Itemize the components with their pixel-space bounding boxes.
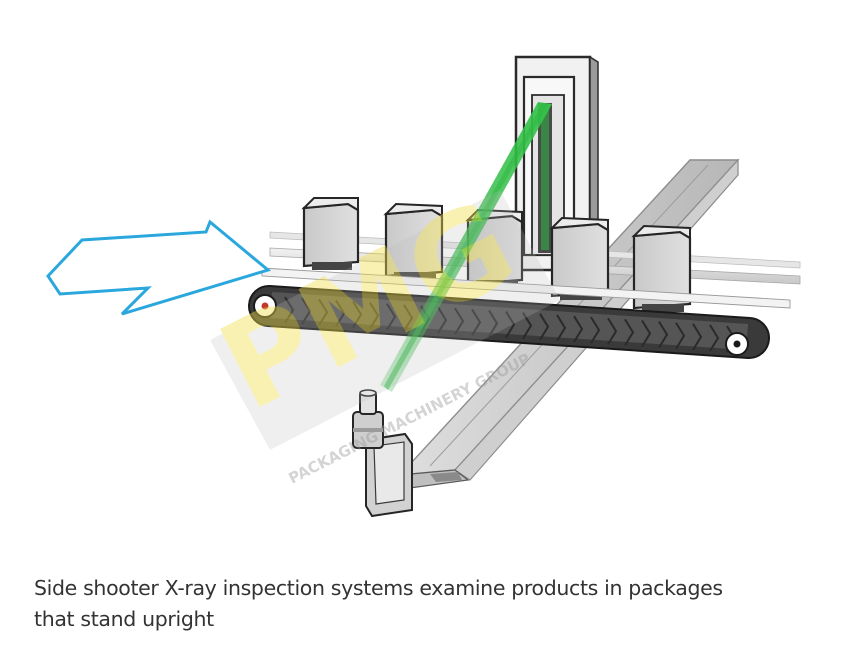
- watermark-logo-shape: [210, 190, 560, 450]
- xray-detector-icon: [538, 103, 552, 253]
- conveyor-belt: [247, 284, 771, 360]
- xray-emitter-icon: [352, 389, 413, 518]
- xray-beam-core: [384, 103, 548, 390]
- conveyor-roller-right: [725, 332, 749, 356]
- product-5: [631, 224, 692, 312]
- caption-line-1: Side shooter X-ray inspection systems ex…: [34, 576, 723, 600]
- caption-line-2: that stand upright: [34, 607, 214, 631]
- figure-caption: Side shooter X-ray inspection systems ex…: [34, 573, 794, 635]
- product-2: [383, 202, 444, 280]
- side-shooter-xray-diagram: PMG PACKAGING MACHINERY GROUP: [46, 55, 801, 518]
- conveyor-roller-left: [253, 294, 277, 318]
- arrow-right-outline-icon: [46, 219, 272, 316]
- product-1: [301, 197, 360, 270]
- product-4: [549, 216, 610, 300]
